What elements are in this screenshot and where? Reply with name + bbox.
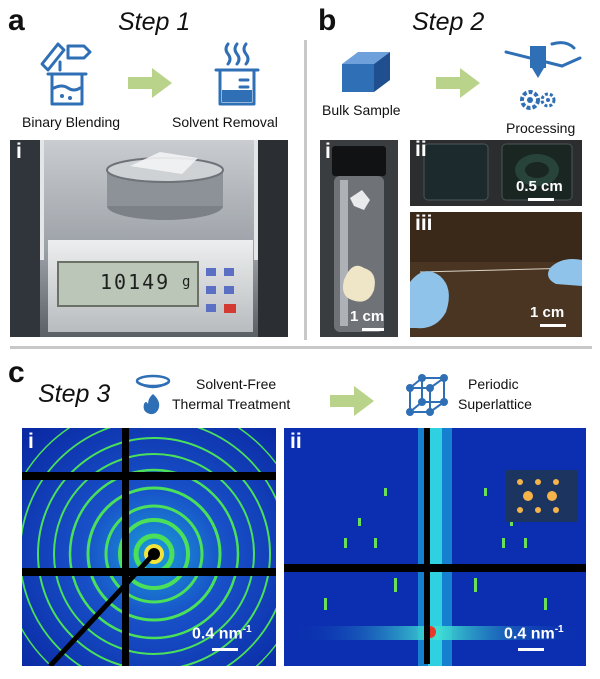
saxs-pattern: i 0.4 nm-1 [22, 428, 276, 666]
panel-c-sub-ii: ii [290, 430, 302, 453]
panel-c-letter: c [8, 356, 25, 389]
panel-a-step-title: Step 1 [118, 8, 191, 36]
binary-blending-label: Binary Blending [22, 114, 121, 130]
bulk-sample-label: Bulk Sample [322, 102, 401, 118]
vertical-divider [304, 40, 307, 340]
step3-arrow-icon [330, 386, 374, 416]
fiber-scale-bar [540, 324, 566, 327]
panel-c-sub-i: i [28, 430, 34, 453]
balance-readout: 10149 [100, 270, 171, 294]
result-line1: Periodic [468, 376, 519, 392]
thermal-treatment-icon [135, 374, 171, 415]
solvent-removal-icon [214, 42, 260, 106]
vial-scale-label: 1 cm [350, 308, 385, 325]
treatment-line2: Thermal Treatment [172, 396, 291, 412]
bulk-sample-icon [342, 52, 390, 92]
solvent-removal-label: Solvent Removal [172, 114, 278, 130]
film-photo: ii 0.5 cm [410, 140, 582, 206]
film-scale-label: 0.5 cm [516, 178, 563, 195]
step2-arrow-icon [436, 68, 480, 98]
gisaxs-scale-label: 0.4 nm-1 [504, 624, 564, 643]
horizontal-divider [10, 346, 592, 349]
fiber-photo: iii 1 cm [410, 212, 582, 337]
panel-c-step-title: Step 3 [38, 380, 111, 408]
saxs-scale-label: 0.4 nm-1 [192, 624, 252, 643]
saxs-scale-exponent: -1 [242, 624, 252, 635]
gisaxs-scale-value: 0.4 nm [504, 625, 555, 643]
panel-a-sub-i: i [16, 140, 22, 163]
saxs-scale-value: 0.4 nm [192, 625, 243, 643]
processing-icon [504, 41, 582, 110]
panel-b-step-title: Step 2 [412, 8, 485, 36]
gisaxs-scale-bar [518, 648, 544, 651]
superlattice-icon [406, 374, 448, 416]
balance-photo: i 10149 g [10, 140, 288, 337]
panel-b-sub-i: i [325, 140, 331, 163]
saxs-scale-bar [212, 648, 238, 651]
result-line2: Superlattice [458, 396, 532, 412]
step1-arrow-icon [128, 68, 172, 98]
panel-b-letter: b [318, 4, 337, 37]
vial-photo: i 1 cm [320, 140, 398, 337]
panel-b-sub-ii: ii [415, 140, 427, 161]
binary-blending-icon [40, 42, 92, 106]
panel-b-sub-iii: iii [415, 212, 433, 235]
panel-a-letter: a [8, 4, 25, 37]
balance-unit: g [182, 274, 191, 290]
film-scale-bar [528, 198, 554, 201]
processing-label: Processing [506, 120, 576, 136]
treatment-line1: Solvent-Free [196, 376, 277, 392]
fiber-scale-label: 1 cm [530, 304, 565, 321]
vial-scale-bar [362, 328, 384, 331]
gisaxs-scale-exponent: -1 [554, 624, 564, 635]
gisaxs-pattern: ii 0.4 nm-1 [284, 428, 586, 666]
